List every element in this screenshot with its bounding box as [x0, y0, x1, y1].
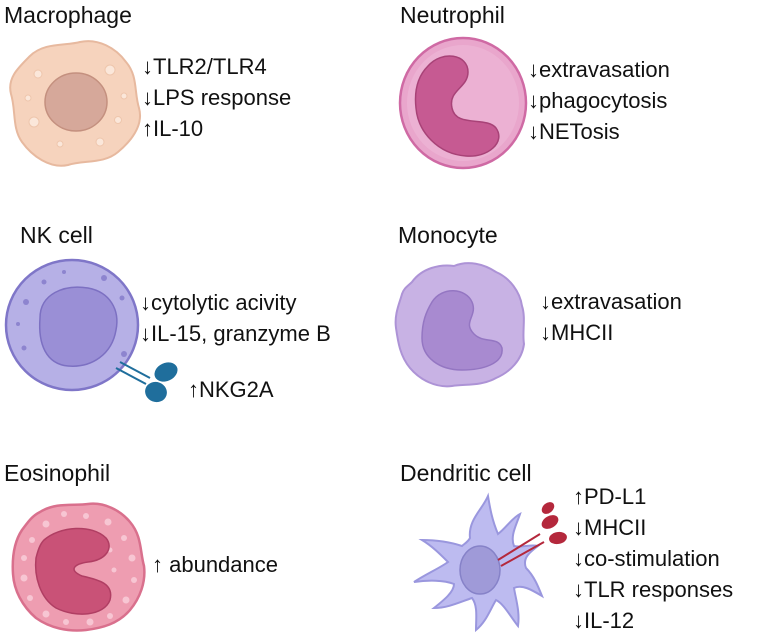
macrophage-effects: ↓TLR2/TLR4 ↓LPS response ↑IL-10	[142, 51, 291, 144]
effect-text: ↓TLR responses	[573, 577, 734, 602]
effect-text: ↑IL-10	[142, 116, 204, 141]
nk-cell-effects: ↓cytolytic acivity ↓IL-15, granzyme B	[140, 287, 331, 349]
eosinophil-nucleus	[34, 527, 112, 615]
dendritic-cell-illustration	[413, 492, 567, 633]
macrophage-illustration	[9, 40, 142, 167]
effect-text: ↓MHCII	[573, 515, 647, 540]
dendritic-cell-effects: ↑PD-L1 ↓MHCII ↓co-stimulation ↓TLR respo…	[573, 481, 733, 636]
effect-text: ↓IL-12	[573, 608, 635, 633]
effect-text: ↓TLR2/TLR4	[142, 54, 267, 79]
dendritic-cell-nucleus	[459, 545, 501, 595]
effect-text: ↓LPS response	[142, 85, 292, 110]
neutrophil-title: Neutrophil	[400, 2, 505, 28]
nk-cell-illustration	[4, 258, 178, 403]
monocyte-title: Monocyte	[398, 222, 498, 248]
monocyte-nucleus	[421, 290, 503, 371]
neutrophil-effects: ↓extravasation ↓phagocytosis ↓NETosis	[528, 54, 670, 147]
effect-text: ↓MHCII	[540, 320, 614, 345]
effect-text: ↓extravasation	[528, 57, 670, 82]
neutrophil-nucleus	[414, 55, 500, 157]
monocyte-illustration	[394, 262, 526, 388]
eosinophil-effects: ↑ abundance	[152, 549, 278, 580]
effect-text: ↑PD-L1	[573, 484, 647, 509]
nkg2a-label: ↑NKG2A	[188, 377, 274, 402]
neutrophil-illustration	[398, 36, 528, 170]
effect-text: ↓cytolytic acivity	[140, 290, 297, 315]
effect-text: ↓co-stimulation	[573, 546, 720, 571]
effect-text: ↓extravasation	[540, 289, 682, 314]
effect-text: ↑ abundance	[152, 552, 278, 577]
nkg2a-receptor	[115, 361, 151, 385]
dendritic-cell-title: Dendritic cell	[400, 460, 532, 486]
effect-text: ↓NETosis	[528, 119, 620, 144]
macrophage-title: Macrophage	[4, 2, 132, 28]
monocyte-effects: ↓extravasation ↓MHCII	[540, 286, 682, 348]
nk-cell-nucleus	[38, 286, 118, 367]
effect-text: ↓phagocytosis	[528, 88, 668, 113]
macrophage-nucleus	[44, 72, 108, 132]
eosinophil-illustration	[11, 502, 146, 632]
nk-cell-title: NK cell	[20, 222, 93, 248]
eosinophil-title: Eosinophil	[4, 460, 111, 486]
pd-l1-receptor	[497, 533, 545, 567]
effect-text: ↓IL-15, granzyme B	[140, 321, 331, 346]
